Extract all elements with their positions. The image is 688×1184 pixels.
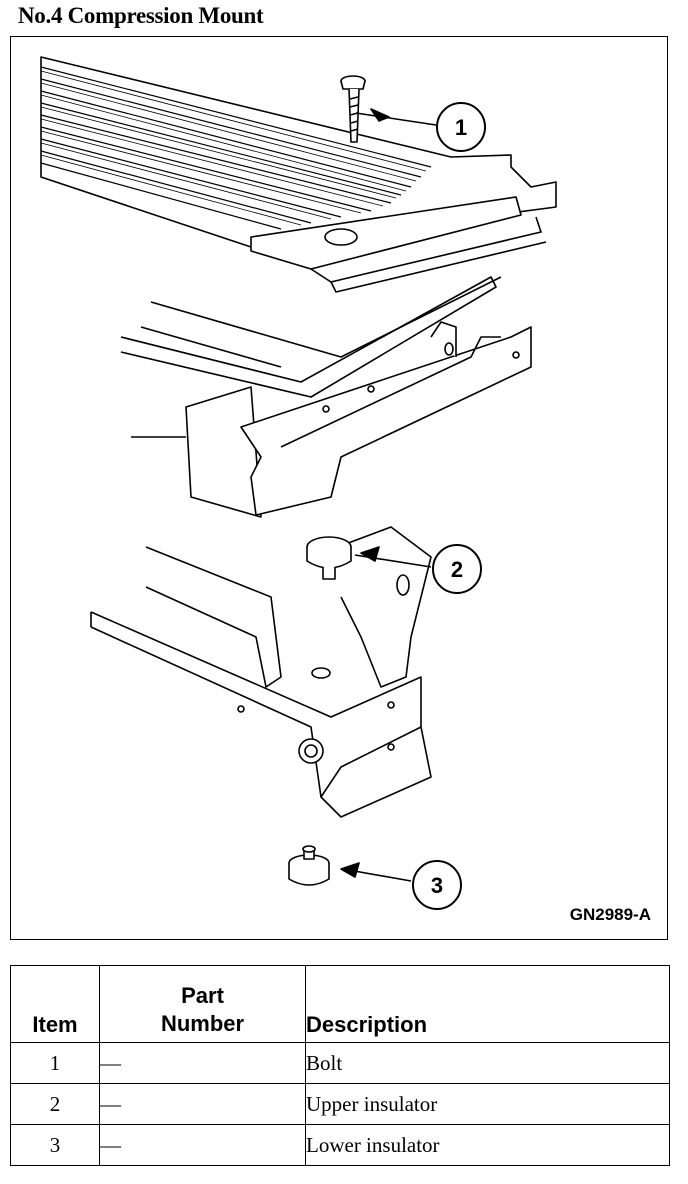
parts-table: Item Part Number Description 1 — Bolt 2 … [10,965,670,1166]
row-item: 3 [10,1124,100,1166]
header-part-line2: Number [160,1011,245,1036]
row-part-number: — [99,1083,306,1125]
callout-2-label: 2 [451,557,463,582]
table-row: 1 — Bolt [10,1042,670,1084]
diagram-illustration: 1 2 3 [40,56,557,910]
frame-rail [90,526,432,818]
upper-insulator-part [306,536,432,580]
header-part-number: Part Number [99,965,306,1043]
exploded-diagram: 1 2 3 GN2989-A [10,36,668,940]
callout-1-label: 1 [455,115,467,140]
header-description: Description [305,965,670,1043]
bed-floor-panel [40,56,557,293]
lower-insulator-part [288,845,412,886]
table-row: 3 — Lower insulator [10,1124,670,1166]
table-row: 2 — Upper insulator [10,1083,670,1125]
row-description: Bolt [305,1042,670,1084]
row-item: 1 [10,1042,100,1084]
row-description: Lower insulator [305,1124,670,1166]
header-part-line1: Part [181,983,224,1008]
callout-3-label: 3 [431,873,443,898]
crossmember [120,276,532,518]
row-description: Upper insulator [305,1083,670,1125]
row-part-number: — [99,1042,306,1084]
row-item: 2 [10,1083,100,1125]
header-item: Item [10,965,100,1043]
figure-id: GN2989-A [569,905,651,924]
table-header-row: Item Part Number Description [10,965,670,1043]
row-part-number: — [99,1124,306,1166]
page-title: No.4 Compression Mount [18,3,264,28]
bolt-part [340,75,437,143]
